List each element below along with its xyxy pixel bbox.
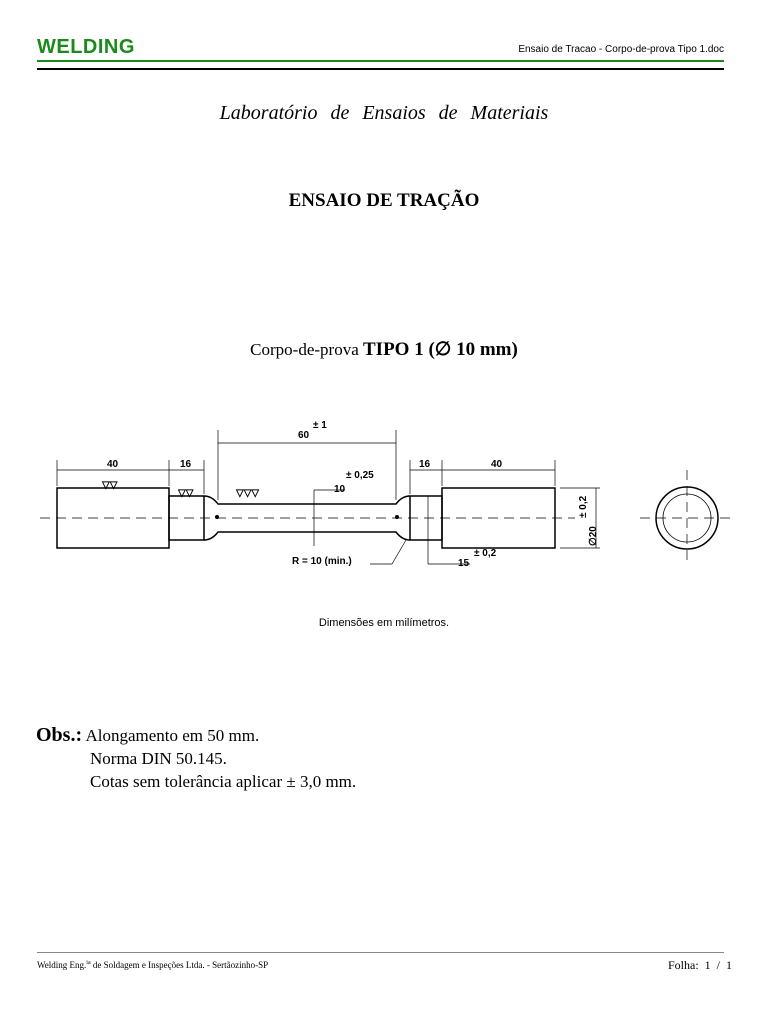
dia-20-tolerance: ± 0,2 xyxy=(578,495,589,518)
finish-symbol-gauge: ▽▽▽ xyxy=(235,488,259,499)
footer-rule xyxy=(37,952,724,953)
dim-10-tolerance: ± 0,25 xyxy=(346,470,374,481)
specimen-title: Corpo-de-prova TIPO 1 (∅ 10 mm) xyxy=(0,338,768,361)
company-logo: WELDING xyxy=(37,36,135,58)
dim-40-right-label: 40 xyxy=(491,459,503,470)
dim-10-label: 10 xyxy=(334,484,346,495)
footer-company-name: Welding Eng. xyxy=(37,960,87,970)
footer-company: Welding Eng.ia de Soldagem e Inspeções L… xyxy=(37,960,268,970)
gauge-mark-left xyxy=(215,515,219,519)
dim-16-right-label: 16 xyxy=(419,459,431,470)
gauge-top-edge xyxy=(203,495,411,505)
observations: Obs.: Alongamento em 50 mm. Norma DIN 50… xyxy=(36,724,356,793)
finish-symbol-left: ▽▽ xyxy=(101,480,118,491)
end-view xyxy=(640,470,735,566)
obs-line: Alongamento em 50 mm. xyxy=(85,726,260,745)
footer-company-rest: de Soldagem e Inspeções Ltda. - Sertãozi… xyxy=(90,960,269,970)
dim-16-left-label: 16 xyxy=(180,459,192,470)
dim-60-tolerance: ± 1 xyxy=(313,420,327,431)
header-rule-black xyxy=(37,68,724,70)
radius-label: R = 10 (min.) xyxy=(292,556,352,567)
specimen-drawing: 60 ± 1 40 16 16 40 10 ± 0,25 R = 10 (min… xyxy=(40,420,735,569)
dim-15-label: 15 xyxy=(458,558,470,569)
obs-line: Norma DIN 50.145. xyxy=(90,749,227,768)
test-title: ENSAIO DE TRAÇÃO xyxy=(288,190,480,211)
dia-20-label: ∅20 xyxy=(588,526,599,546)
lab-title: Laboratório de Ensaios de Materiais xyxy=(219,102,549,124)
dim-60-label: 60 xyxy=(298,430,310,441)
obs-label: Obs.: xyxy=(36,724,83,746)
dim-15-tolerance: ± 0,2 xyxy=(474,548,497,559)
finish-symbol-shoulder: ▽▽ xyxy=(177,488,194,499)
header-rule-green xyxy=(37,60,724,62)
specimen-prefix: Corpo-de-prova xyxy=(250,340,363,359)
page-number: Folha: 1 / 1 xyxy=(667,958,732,972)
dim-40-left-label: 40 xyxy=(107,459,119,470)
obs-line: Cotas sem tolerância aplicar ± 3,0 mm. xyxy=(90,772,357,791)
gauge-mark-right xyxy=(395,515,399,519)
gauge-bottom-edge xyxy=(203,531,411,541)
footer-company-sup: ia xyxy=(86,960,91,966)
units-note: Dimensões em milímetros. xyxy=(318,617,450,629)
document-filename: Ensaio de Tracao - Corpo-de-prova Tipo 1… xyxy=(518,44,724,55)
specimen-type: TIPO 1 (∅ 10 mm) xyxy=(363,339,518,360)
obs-first-line: Obs.: Alongamento em 50 mm. xyxy=(36,724,356,747)
